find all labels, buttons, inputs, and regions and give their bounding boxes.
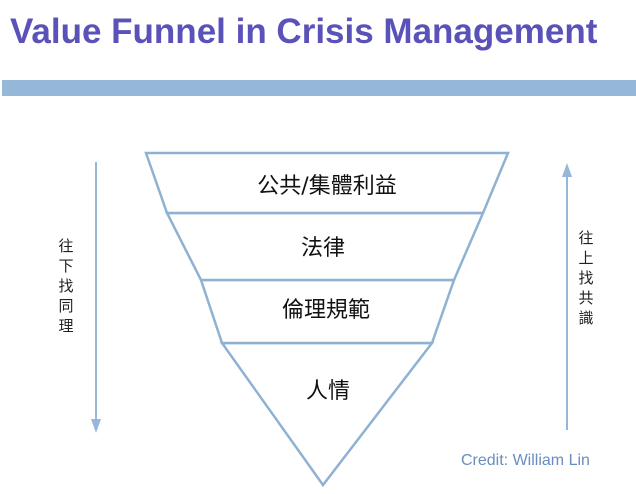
funnel-level-2-label: 法律 [300, 236, 346, 261]
funnel-level-1-label: 公共/集體利益 [257, 174, 397, 199]
slide-title: Value Funnel in Crisis Management [10, 12, 598, 51]
up-arrow [562, 163, 572, 430]
right-arrow-caption: 往上找共識 [578, 229, 594, 327]
credit-text: Credit: William Lin [461, 452, 590, 469]
title-bar [2, 80, 636, 96]
funnel-level-4 [219, 341, 435, 488]
left-arrow-caption: 往下找同理 [58, 237, 74, 335]
funnel-level-4-label: 人情 [305, 379, 351, 404]
funnel-level-3-label: 倫理規範 [281, 298, 371, 323]
funnel-level-1 [144, 151, 510, 215]
down-arrow [91, 162, 101, 433]
